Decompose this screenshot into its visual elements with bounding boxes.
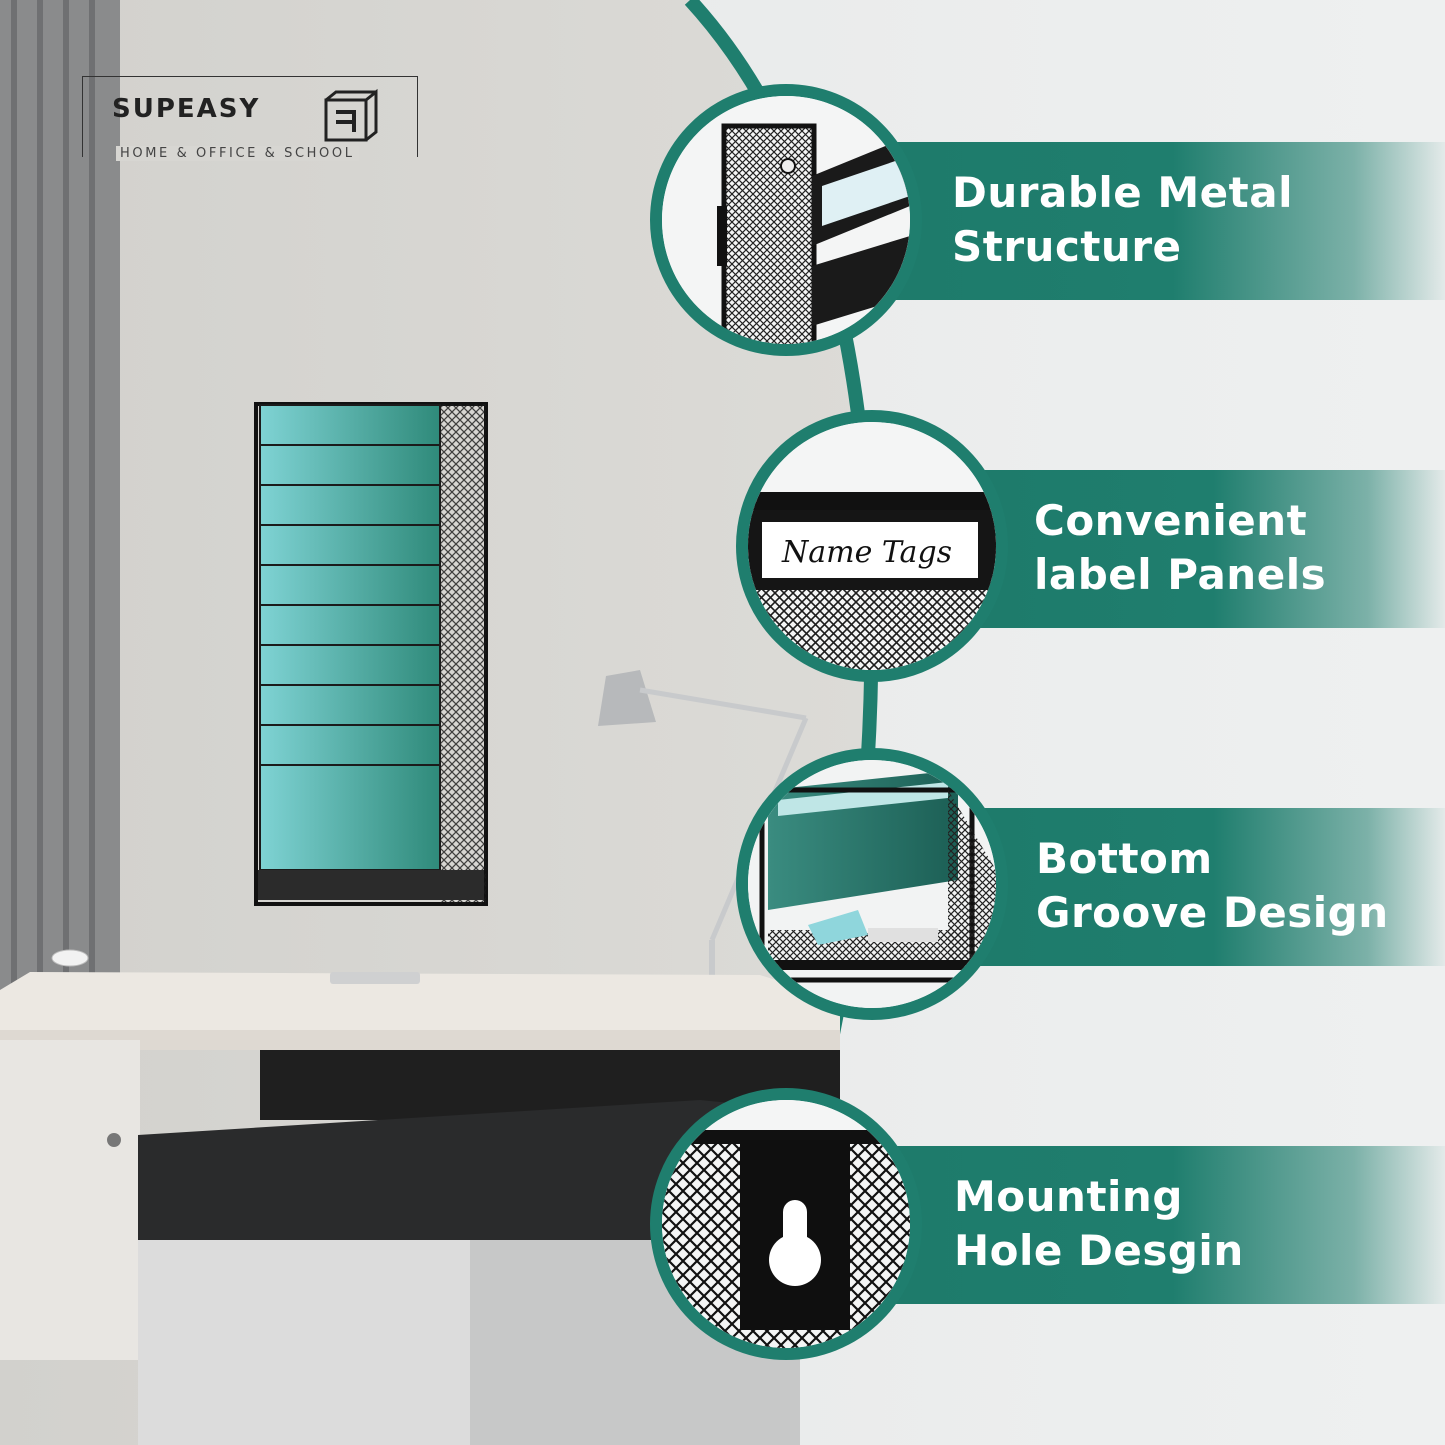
label-panel-closeup-icon: Name Tags (736, 410, 1008, 682)
brand-tagline: HOME & OFFICE & SCHOOL (116, 146, 359, 161)
brand-name: SUPEASY (112, 94, 261, 124)
feature-line1: Durable Metal (952, 168, 1293, 217)
wall-file-organizer (254, 402, 488, 906)
feature-line2: Hole Desgin (954, 1226, 1244, 1275)
mounting-hole-closeup-icon (650, 1088, 922, 1360)
feature-band-label (930, 470, 1445, 628)
feature-line2: Groove Design (1036, 888, 1389, 937)
bottom-groove-closeup-icon (736, 748, 1008, 1020)
feature-line1: Mounting (954, 1172, 1183, 1221)
label-tag-text: Name Tags (781, 535, 952, 570)
feature-line1: Bottom (1036, 834, 1213, 883)
feature-band-metal (840, 142, 1445, 300)
feature-line2: Structure (952, 222, 1182, 271)
brand-logo-block: SUPEASY HOME & OFFICE & SCHOOL (82, 76, 418, 161)
brand-cube-icon (324, 88, 378, 142)
feature-line1: Convenient (1034, 496, 1308, 545)
feature-line2: label Panels (1034, 550, 1327, 599)
feature-title-mounting: Mounting Hole Desgin (954, 1170, 1244, 1278)
brand-frame (82, 76, 418, 157)
feature-title-groove: Bottom Groove Design (1036, 832, 1389, 940)
feature-band-mounting (840, 1146, 1445, 1304)
feature-title-label: Convenient label Panels (1034, 494, 1326, 602)
feature-title-metal: Durable Metal Structure (952, 166, 1293, 274)
metal-frame-closeup-icon (650, 84, 922, 356)
feature-band-groove (930, 808, 1445, 966)
